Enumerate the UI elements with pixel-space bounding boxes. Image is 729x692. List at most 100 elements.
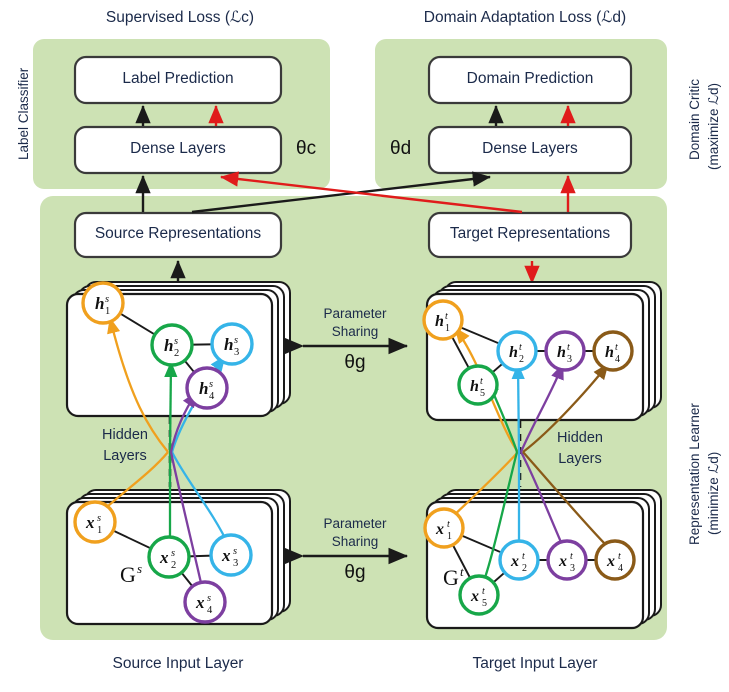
svg-text:x: x	[470, 588, 479, 605]
node-x1t[interactable]	[423, 507, 465, 549]
box-source-representations[interactable]	[73, 211, 283, 259]
svg-text:s: s	[174, 336, 178, 347]
svg-text:x: x	[221, 546, 231, 565]
node-x3s[interactable]	[209, 533, 253, 577]
svg-text:t: t	[482, 586, 485, 597]
svg-text:4: 4	[615, 354, 620, 365]
svg-text:x: x	[510, 553, 519, 570]
arrow-source-rep-to-domain-dense	[191, 171, 491, 214]
node-h3t[interactable]	[544, 330, 586, 372]
svg-text:h: h	[605, 344, 614, 361]
svg-text:4: 4	[209, 391, 215, 402]
svg-text:h: h	[435, 313, 444, 330]
node-x3t[interactable]	[546, 539, 588, 581]
svg-text:G: G	[120, 562, 136, 587]
svg-text:2: 2	[171, 560, 176, 571]
svg-text:3: 3	[234, 347, 239, 358]
box-target-representations[interactable]	[427, 211, 633, 259]
node-h2t[interactable]	[496, 330, 538, 372]
node-x5t[interactable]	[458, 574, 500, 616]
svg-text:s: s	[105, 294, 109, 305]
label-domain-prediction: Domain Prediction	[466, 70, 594, 87]
svg-text:3: 3	[233, 558, 238, 569]
svg-text:5: 5	[480, 388, 485, 399]
sidelabel-domain-critic-line2: (maximize ℒd)	[706, 83, 721, 170]
node-x2t[interactable]	[498, 539, 540, 581]
svg-text:x: x	[435, 521, 444, 538]
svg-text:x: x	[159, 548, 169, 567]
box-dense-layers-right[interactable]	[427, 125, 633, 175]
svg-text:1: 1	[445, 323, 450, 334]
svg-text:t: t	[447, 519, 450, 530]
sidelabel-representation-learner-line2: (minimize ℒd)	[706, 451, 721, 535]
svg-text:t: t	[460, 564, 464, 579]
node-x4t[interactable]	[594, 539, 636, 581]
box-label-prediction[interactable]	[73, 55, 283, 105]
svg-text:h: h	[470, 378, 479, 395]
svg-text:t: t	[567, 342, 570, 353]
node-h2s[interactable]	[150, 323, 194, 367]
svg-text:G: G	[443, 565, 459, 590]
svg-text:s: s	[137, 561, 142, 576]
svg-text:h: h	[224, 335, 233, 354]
label-dense-layers-right: Dense Layers	[482, 140, 578, 157]
svg-text:h: h	[95, 294, 104, 313]
svg-text:x: x	[195, 593, 205, 612]
svg-text:h: h	[509, 344, 518, 361]
sidelabel-representation-learner-line1: Representation Learner	[687, 403, 702, 545]
svg-text:2: 2	[519, 354, 524, 365]
svg-text:t: t	[570, 551, 573, 562]
node-x2s[interactable]	[147, 535, 191, 579]
arrow-domain-grad-to-source-dense	[220, 171, 523, 214]
theta-domain: θd	[390, 138, 412, 159]
svg-text:h: h	[557, 344, 566, 361]
title-source-input-layer: Source Input Layer	[112, 655, 244, 672]
node-h3s[interactable]	[210, 322, 254, 366]
svg-text:s: s	[171, 548, 175, 559]
hidden-layers-label-target-line1: Hidden	[557, 430, 603, 446]
hidden-layers-label-target-line2: Layers	[558, 451, 602, 467]
svg-text:s: s	[97, 513, 101, 524]
node-h4s[interactable]	[185, 366, 229, 410]
sidelabel-label-classifier: Label Classifier	[16, 67, 31, 160]
title-domain-adaptation-loss: Domain Adaptation Loss (ℒd)	[423, 9, 627, 26]
theta-classifier: θc	[296, 138, 317, 159]
svg-text:2: 2	[522, 563, 527, 574]
sidelabel-domain-critic-line1: Domain Critic	[687, 78, 702, 160]
title-target-input-layer: Target Input Layer	[472, 655, 598, 672]
box-dense-layers-left[interactable]	[73, 125, 283, 175]
theta-generator-input: θg	[344, 562, 366, 583]
parameter-sharing-hidden-line1: Parameter	[323, 306, 387, 321]
node-h4t[interactable]	[592, 330, 634, 372]
svg-text:x: x	[558, 553, 567, 570]
node-h5t[interactable]	[457, 364, 499, 406]
svg-text:1: 1	[105, 306, 110, 317]
svg-text:1: 1	[97, 525, 102, 536]
node-h1s[interactable]	[81, 281, 125, 325]
label-source-representations: Source Representations	[94, 225, 262, 242]
svg-text:s: s	[209, 379, 213, 390]
svg-text:t: t	[445, 311, 448, 322]
svg-text:5: 5	[482, 598, 487, 609]
node-x1s[interactable]	[73, 500, 117, 544]
svg-text:x: x	[85, 513, 95, 532]
node-h1t[interactable]	[422, 299, 464, 341]
hidden-layers-label-source-line1: Hidden	[102, 427, 148, 443]
svg-text:3: 3	[567, 354, 572, 365]
hidden-layers-label-source-line2: Layers	[103, 448, 147, 464]
parameter-sharing-hidden-line2: Sharing	[331, 324, 379, 339]
box-domain-prediction[interactable]	[427, 55, 633, 105]
node-x4s[interactable]	[183, 580, 227, 624]
